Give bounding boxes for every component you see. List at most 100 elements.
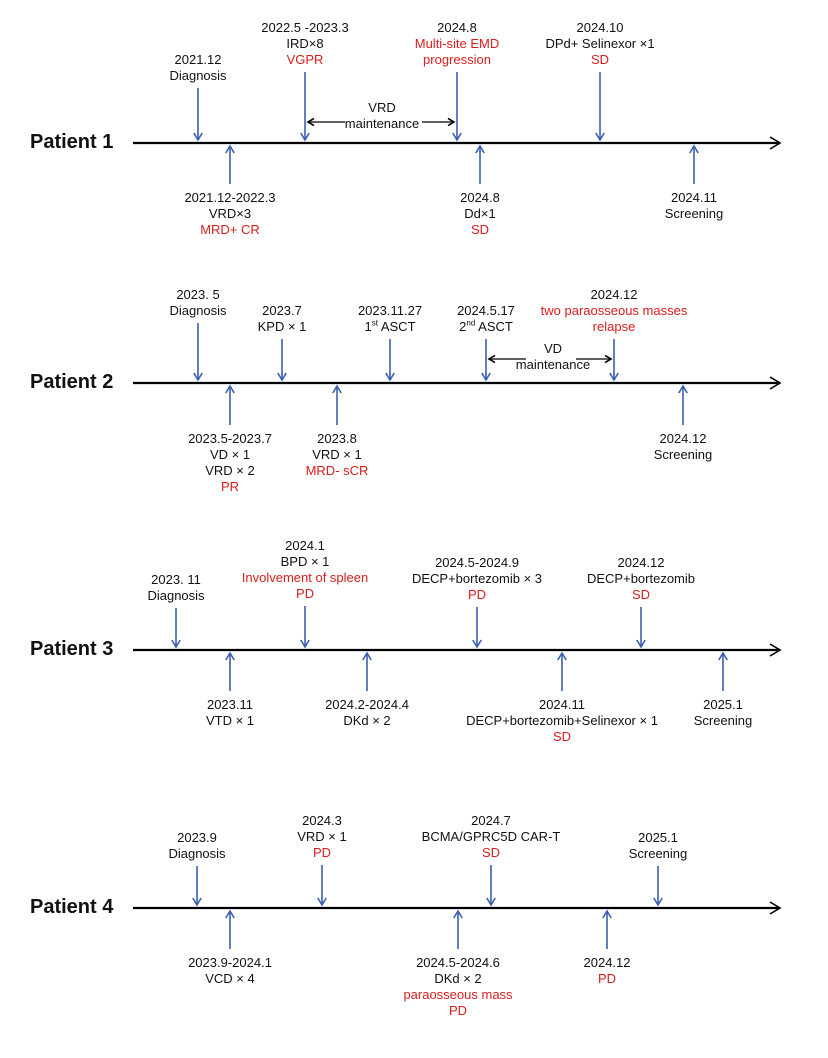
patient-1-maintenance-right-arrowhead [447, 117, 456, 127]
patient-2-maintenance-left-arrowhead [487, 354, 496, 364]
patient-3-event-above-2-line: Involvement of spleen [241, 570, 369, 585]
patient-3-event-below-3-line: SD [552, 729, 572, 744]
patient-2-event-below-2-line: MRD- sCR [305, 463, 369, 478]
patient-1-event-below-2-arrowhead [475, 144, 485, 154]
patient-3-event-above-4-line: 2024.12 [617, 555, 665, 570]
patient-2-maintenance-right-arrowhead [604, 354, 613, 364]
patient-1-timeline-arrowhead [769, 136, 782, 150]
ordinal-text: ASCT [475, 319, 513, 334]
patient-1-event-below-3-arrowhead [689, 144, 699, 154]
patient-3-event-above-3-line: PD [467, 587, 487, 602]
patient-4-event-above-1-arrowhead [192, 897, 202, 907]
patient-4-event-below-3-arrowhead [602, 909, 612, 919]
patient-1-event-below-1-line: MRD+ CR [200, 222, 260, 237]
patient-4-event-above-2-arrowhead [317, 897, 327, 907]
patient-2-event-below-1-line: VD × 1 [209, 447, 251, 462]
patient-2-event-above-1-arrowhead [193, 372, 203, 382]
patient-4-event-below-1-line: VCD × 4 [205, 971, 255, 986]
patient-1-event-above-1-arrowhead [193, 132, 203, 142]
patient-3-event-above-2-line: BPD × 1 [280, 554, 330, 569]
patient-2-event-above-5-line: relapse [592, 319, 636, 334]
patient-3-event-below-4-line: 2025.1 [703, 697, 743, 712]
patient-3-event-above-2-line: PD [295, 586, 315, 601]
patient-1-event-above-4-arrowhead [595, 132, 605, 142]
patient-1-event-above-2-line: VGPR [286, 52, 324, 67]
patient-3-label: Patient 3 [30, 638, 114, 660]
patient-2-event-above-5-arrowhead [609, 372, 619, 382]
patient-2-event-above-3-ordinal-line: 1st ASCT [358, 319, 422, 335]
patient-4-event-above-4-line: Screening [628, 846, 688, 861]
patient-2-event-below-2-line: 2023.8 [317, 431, 357, 446]
patient-4-event-above-2-line: VRD × 1 [297, 829, 347, 844]
patient-4-event-below-2-arrowhead [453, 909, 463, 919]
patient-1-event-below-1-arrowhead [225, 144, 235, 154]
patient-4-event-above-4-line: 2025.1 [638, 830, 678, 845]
patient-1-event-above-4-line: SD [590, 52, 610, 67]
patient-2-timeline-arrowhead [769, 376, 782, 390]
patient-4-event-above-1-line: 2023.9 [177, 830, 217, 845]
patient-4-event-above-2-line: 2024.3 [302, 813, 342, 828]
patient-3-event-above-3-line: 2024.5-2024.9 [435, 555, 519, 570]
patient-1-event-above-4-line: 2024.10 [576, 20, 624, 35]
patient-4-event-below-2-line: 2024.5-2024.6 [416, 955, 500, 970]
patient-4-event-below-2-line: DKd × 2 [434, 971, 482, 986]
patient-2-event-above-5-line: 2024.12 [590, 287, 638, 302]
patient-3-event-above-4-line: DECP+bortezomib [586, 571, 696, 586]
patient-2-event-above-3-arrowhead [385, 372, 395, 382]
maintenance-regimen: VRD [368, 100, 396, 115]
patient-2-event-above-4-line: 2024.5.17 [457, 303, 515, 318]
patient-2-event-above-1-line: Diagnosis [169, 303, 227, 318]
patient-4-event-above-4-arrowhead [653, 897, 663, 907]
patient-1-event-above-3-line: Multi-site EMD [414, 36, 500, 51]
patient-1-event-below-1-line: 2021.12-2022.3 [184, 190, 276, 205]
patient-3-event-above-1-arrowhead [171, 639, 181, 649]
patient-4-event-above-3-line: BCMA/GPRC5D CAR-T [421, 829, 561, 844]
ordinal-suffix: nd [466, 318, 476, 328]
ordinal-number: 2 [459, 319, 467, 334]
patient-4-event-below-3-line: PD [597, 971, 617, 986]
patient-4-event-below-1-arrowhead [225, 909, 235, 919]
patient-2-event-above-1-line: 2023. 5 [176, 287, 220, 302]
patient-4-event-below-2-line: PD [448, 1003, 468, 1018]
patient-2-event-above-5-line: two paraosseous masses [540, 303, 688, 318]
patient-3-event-above-2-arrowhead [300, 639, 310, 649]
patient-3-timeline-arrowhead [769, 643, 782, 657]
patient-3-event-below-3-line: DECP+bortezomib+Selinexor × 1 [466, 713, 658, 728]
patient-2-event-above-4-ordinal-line: 2nd ASCT [457, 319, 515, 335]
patient-3-event-above-2-line: 2024.1 [285, 538, 325, 553]
maintenance-word: maintenance [344, 116, 420, 131]
patient-3-event-below-2-line: 2024.2-2024.4 [325, 697, 409, 712]
patient-1-maintenance-left-arrowhead [306, 117, 315, 127]
patient-2-event-below-1-line: 2023.5-2023.7 [188, 431, 272, 446]
patient-2-event-below-1-line: PR [220, 479, 240, 494]
patient-4-label: Patient 4 [30, 896, 114, 918]
patient-2-event-above-2-line: KPD × 1 [257, 319, 307, 334]
patient-1-event-above-3-line: progression [423, 52, 491, 67]
patient-4-event-below-3-line: 2024.12 [583, 955, 631, 970]
patient-4-event-below-2-line: paraosseous mass [403, 987, 513, 1002]
patient-1-event-above-4-line: DPd+ Selinexor ×1 [545, 36, 655, 51]
